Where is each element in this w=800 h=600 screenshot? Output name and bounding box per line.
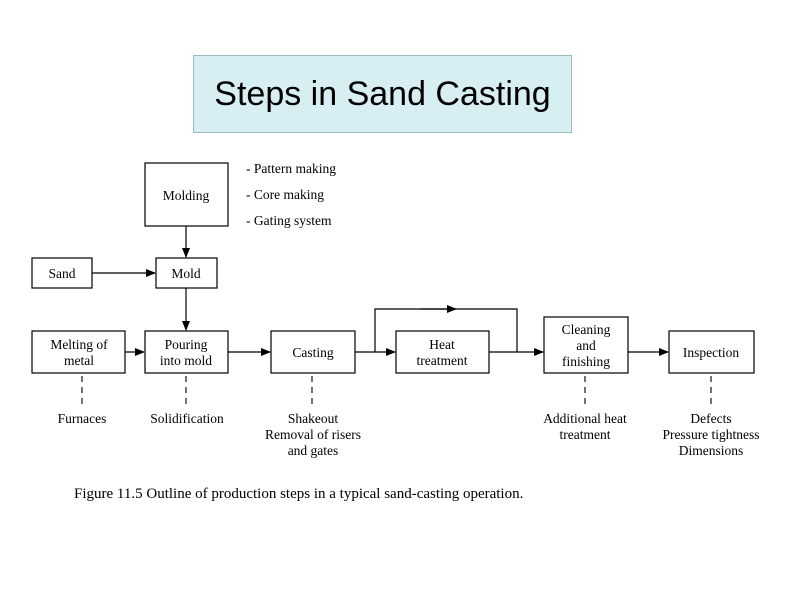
sand-label: Sand [49,266,76,281]
pouring-label-line2: into mold [160,353,212,368]
note-removal: Removal of risers [265,427,361,442]
note-pressure: Pressure tightness [662,427,759,442]
molding-note-core: - Core making [246,187,324,202]
mold-label: Mold [171,266,201,281]
molding-note-gating: - Gating system [246,213,332,228]
casting-label: Casting [292,345,334,360]
note-furnaces: Furnaces [58,411,107,426]
cleaning-box [543,316,629,374]
note-shakeout: Shakeout [288,411,338,426]
cleaning-label-line3: finishing [562,354,610,369]
melting-label-line2: metal [64,353,94,368]
note-additional-heat: Additional heat [543,411,627,426]
note-dimensions: Dimensions [679,443,744,458]
note-treatment: treatment [560,427,611,442]
note-solidification: Solidification [150,411,224,426]
cleaning-label-line2: and [576,338,596,353]
note-defects: Defects [690,411,731,426]
heat-label-line2: treatment [417,353,468,368]
cleaning-label-line1: Cleaning [562,322,611,337]
figure-caption: Figure 11.5 Outline of production steps … [74,486,524,502]
note-gates: and gates [288,443,339,458]
molding-note-pattern: - Pattern making [246,161,336,176]
inspection-box [668,330,755,374]
title-banner: Steps in Sand Casting [193,55,572,133]
melting-label-line1: Melting of [50,337,108,352]
molding-label: Molding [163,188,210,203]
inspection-label: Inspection [683,345,739,360]
pouring-label-line1: Pouring [165,337,208,352]
page-title: Steps in Sand Casting [214,74,551,113]
heat-label-line1: Heat [429,337,455,352]
